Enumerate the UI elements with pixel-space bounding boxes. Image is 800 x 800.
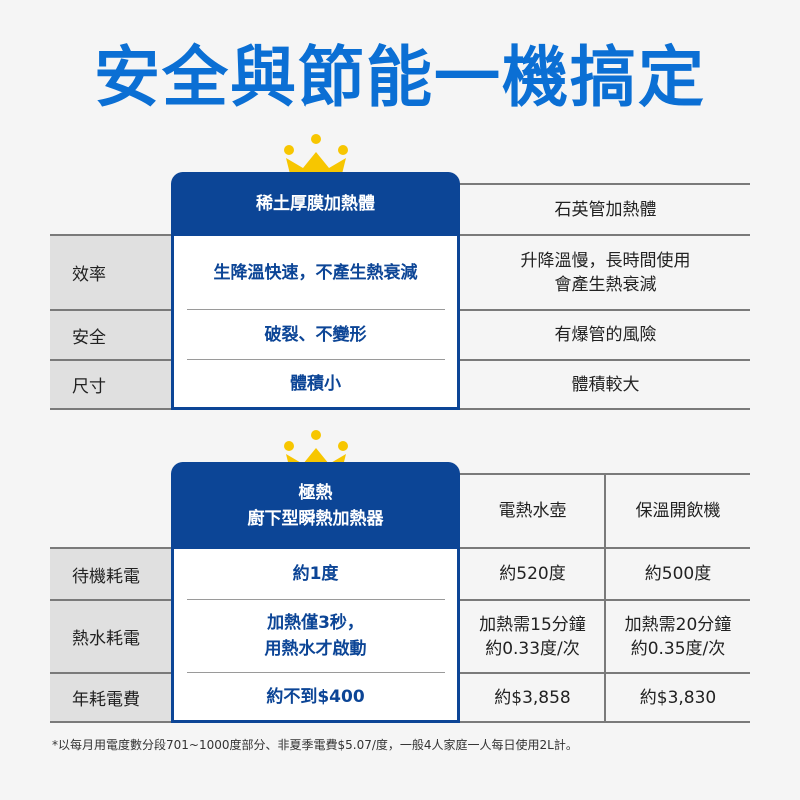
divider xyxy=(187,672,445,673)
compare-cell-size: 體積較大 xyxy=(571,374,640,395)
row-label-standby-power: 待機耗電 xyxy=(50,549,172,599)
compare-line: 升降溫慢，長時間使用 xyxy=(520,250,691,271)
grid-line xyxy=(459,183,750,185)
compare-header-dispenser: 保溫開飲機 xyxy=(635,501,721,521)
cell-line: 約0.35度/次 xyxy=(630,638,726,659)
compare-line: 會產生熱衰減 xyxy=(554,274,657,295)
highlight-header-line: 廚下型瞬熱加熱器 xyxy=(247,508,384,529)
kettle-hot-water: 加熱需15分鐘 約0.33度/次 xyxy=(461,601,604,672)
divider xyxy=(187,359,445,360)
row-label-safety: 安全 xyxy=(50,311,172,359)
dispenser-annual-cost: 約$3,830 xyxy=(639,687,717,708)
dispenser-standby: 約500度 xyxy=(644,564,712,584)
highlight-cell-size: 體積小 xyxy=(290,374,341,394)
row-label-annual-cost: 年耗電費 xyxy=(50,674,172,721)
divider xyxy=(187,309,445,310)
dispenser-hot-water: 加熱需20分鐘 約0.35度/次 xyxy=(606,601,750,672)
highlight-cell-safety: 破裂、不變形 xyxy=(264,324,367,345)
compare-header-kettle: 電熱水壺 xyxy=(498,501,567,521)
highlight-cell-hot-water: 加熱僅3秒， 用熱水才啟動 xyxy=(174,600,457,672)
compare-cell-efficiency: 升降溫慢，長時間使用 會產生熱衰減 xyxy=(461,236,750,309)
highlight-header: 極熱 廚下型瞬熱加熱器 xyxy=(171,462,460,549)
kettle-standby: 約520度 xyxy=(499,564,566,584)
kettle-annual-cost: 約$3,858 xyxy=(494,687,571,708)
row-label-efficiency: 效率 xyxy=(50,236,172,309)
cell-line: 約0.33度/次 xyxy=(485,638,580,659)
page-title: 安全與節能一機搞定 xyxy=(94,39,706,116)
cell-line: 加熱需20分鐘 xyxy=(624,614,732,635)
row-label-size: 尺寸 xyxy=(50,361,172,408)
divider xyxy=(187,599,445,600)
row-label-hot-water-power: 熱水耗電 xyxy=(50,601,172,672)
highlight-line: 用熱水才啟動 xyxy=(264,639,367,659)
compare-header: 石英管加熱體 xyxy=(554,199,657,220)
highlight-cell-efficiency: 生降溫快速，不產生熱衰減 xyxy=(213,262,418,283)
compare-cell-safety: 有爆管的風險 xyxy=(554,325,657,345)
highlight-cell-annual-cost: 約不到$400 xyxy=(266,687,365,707)
highlight-header: 稀土厚膜加熱體 xyxy=(171,172,460,236)
highlight-header-line: 極熱 xyxy=(298,482,333,503)
highlight-header-text: 稀土厚膜加熱體 xyxy=(256,194,375,214)
grid-line xyxy=(604,473,606,723)
cell-line: 加熱需15分鐘 xyxy=(479,614,586,635)
highlight-cell-standby: 約1度 xyxy=(292,564,339,584)
footnote: *以每月用電度數分段701~1000度部分、非夏季電費$5.07/度，一般4人家… xyxy=(52,738,578,752)
highlight-line: 加熱僅3秒， xyxy=(267,613,364,633)
